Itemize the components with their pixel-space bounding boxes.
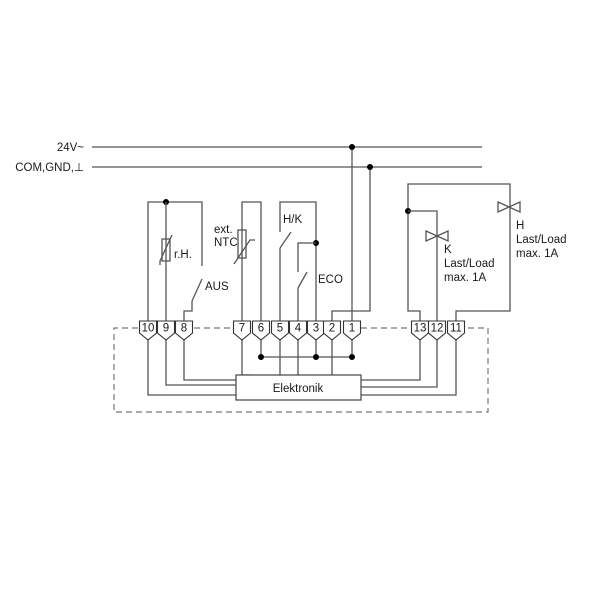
terminal-5 — [270, 320, 290, 341]
terminal-label: 2 — [329, 323, 335, 335]
sensor-loop-wire — [147, 201, 203, 326]
internal-bus-wire — [260, 340, 353, 358]
common-rail-label: COM,GND,⊥ — [15, 162, 84, 174]
terminal-9 — [156, 320, 176, 341]
terminal-label: 8 — [181, 323, 187, 335]
valve-k-icon — [425, 229, 449, 243]
hk-wire — [279, 201, 317, 326]
terminal-13 — [410, 320, 430, 341]
eco-switch-label: ECO — [318, 274, 343, 286]
valve-h-icon — [497, 200, 521, 214]
internal-wire — [147, 340, 236, 396]
eco-wire — [297, 242, 316, 272]
terminal-2 — [322, 320, 342, 341]
junction-dot — [258, 354, 264, 360]
valve-h-label: Last/Load — [516, 234, 567, 246]
hk-switch-label: H/K — [283, 214, 303, 226]
internal-wire — [241, 340, 252, 376]
valve-h-label: max. 1A — [516, 248, 559, 260]
supply-rail-label: 24V~ — [57, 142, 84, 154]
supply-drop-wire — [331, 147, 353, 326]
terminal-6 — [251, 320, 271, 341]
terminal-label: 11 — [450, 323, 462, 335]
junction-dot — [313, 354, 319, 360]
terminal-10 — [138, 320, 158, 341]
hk-switch — [279, 231, 292, 249]
terminal-label: 4 — [295, 323, 302, 335]
common-drop-wire — [351, 167, 371, 326]
internal-wire — [183, 340, 236, 381]
terminal-label: 12 — [431, 323, 444, 335]
junction-dot — [367, 164, 373, 170]
housing-outline — [113, 327, 489, 413]
terminal-label: 13 — [414, 323, 427, 335]
ntc-label: NTC — [214, 237, 238, 249]
terminal-3 — [306, 320, 326, 341]
valve-k-label: max. 1A — [444, 272, 487, 284]
aus-switch — [191, 278, 203, 302]
junction-dot — [349, 354, 355, 360]
terminal-label: 9 — [163, 323, 169, 335]
ntc-sensor — [237, 229, 247, 259]
terminal-11 — [446, 320, 466, 341]
aus-wire — [183, 301, 193, 326]
ntc-label: ext. — [214, 224, 233, 236]
terminal-label: 6 — [258, 323, 264, 335]
internal-wire — [165, 340, 236, 386]
valve-k-wire — [408, 210, 438, 326]
electronics-box-label: Elektronik — [273, 383, 324, 395]
valve-h-label: H — [516, 220, 524, 232]
terminal-7 — [232, 320, 252, 341]
terminal-label: 1 — [349, 323, 355, 335]
humidity-sensor-slash — [159, 234, 173, 265]
terminal-12 — [427, 320, 447, 341]
internal-wire — [361, 340, 457, 396]
terminal-label: 7 — [239, 323, 245, 335]
aus-switch-label: AUS — [205, 281, 229, 293]
electronics-box — [235, 374, 362, 401]
ntc-wire — [241, 201, 262, 326]
valve-k-label: K — [444, 244, 452, 256]
valve-k-label: Last/Load — [444, 258, 495, 270]
terminal-4 — [288, 320, 308, 341]
terminal-label: 5 — [277, 323, 283, 335]
humidity-sensor-label: r.H. — [174, 249, 192, 261]
valve-load-wire — [407, 183, 511, 326]
junction-dot — [349, 144, 355, 150]
terminal-8 — [174, 320, 194, 341]
internal-wire — [361, 340, 421, 381]
terminal-1 — [342, 320, 362, 341]
terminal-label: 3 — [313, 323, 319, 335]
eco-switch — [297, 271, 308, 289]
terminal-label: 10 — [142, 323, 155, 335]
humidity-sensor — [161, 238, 171, 262]
internal-wire — [361, 340, 438, 388]
ntc-slash — [233, 239, 255, 265]
